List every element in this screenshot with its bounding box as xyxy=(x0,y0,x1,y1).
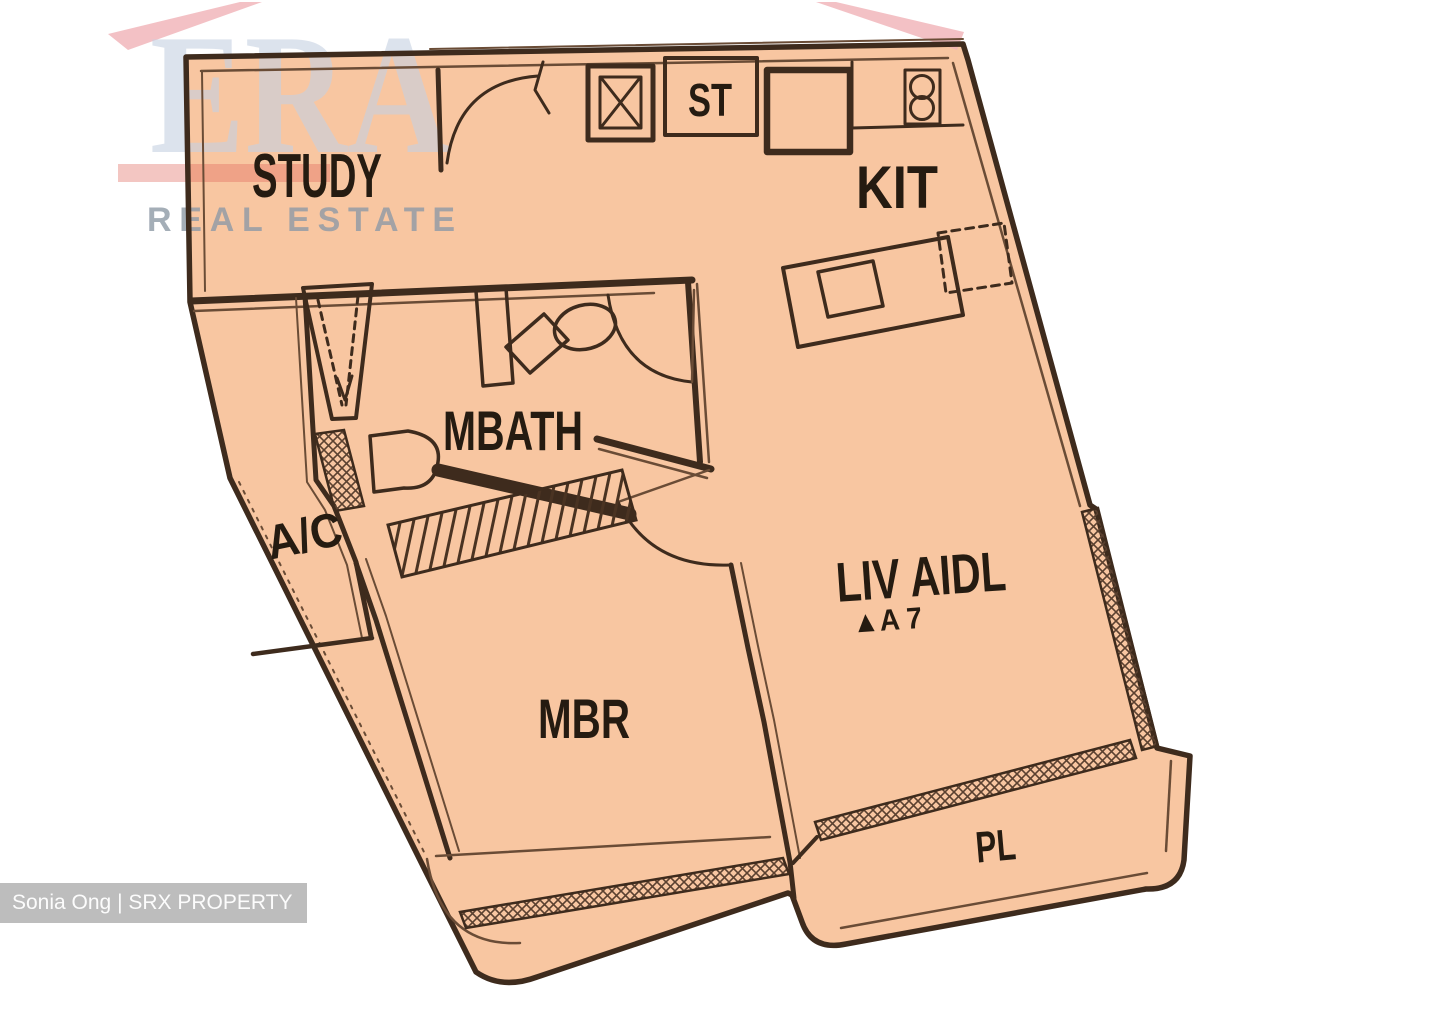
pl-right-inner-line xyxy=(1164,759,1173,853)
room-label-mbr: MBR xyxy=(538,687,630,750)
mbr-bay-seat-line xyxy=(434,835,772,858)
room-label-study: STUDY xyxy=(252,142,382,211)
era-roof-left-icon xyxy=(108,2,262,50)
room-label-mbath: MBATH xyxy=(443,399,583,462)
corridor-wall-inner-line xyxy=(192,291,656,313)
entry-door-jamb xyxy=(435,67,444,173)
toilet-icon xyxy=(504,302,618,375)
basin-icon xyxy=(368,429,441,494)
exterior-wall-outline xyxy=(183,41,1193,986)
interior-wall-skin-top xyxy=(199,56,950,73)
era-watermark-tagline: REAL ESTATE xyxy=(147,201,455,239)
study-window-inner-line xyxy=(201,71,206,292)
mbr-liv-wall-inner xyxy=(740,562,801,859)
mbath-wall-inner xyxy=(695,282,711,464)
floorplan-floor-area xyxy=(186,44,1190,983)
era-red-stripe xyxy=(118,164,330,182)
mbr-liv-wall xyxy=(728,562,797,901)
room-labels: STUDY KIT ST MBATH A/C LIV AIDL ▲A 7 MBR… xyxy=(252,74,1018,873)
era-roof-right-icon xyxy=(816,2,964,50)
room-label-livdin-submark: ▲A 7 xyxy=(851,602,923,640)
ac-ledge-bottom-wall xyxy=(250,635,375,657)
pl-window-band xyxy=(813,738,1138,842)
kitchen-wall-inner-line xyxy=(951,61,1082,508)
mbath-door-leaf xyxy=(690,288,696,384)
corridor-wall xyxy=(187,276,696,305)
liv-window-band xyxy=(1080,506,1160,752)
mbr-top-wall xyxy=(593,435,715,473)
mbr-door-leaf xyxy=(616,468,711,504)
kitchen-island-sink-icon xyxy=(781,235,965,349)
vanity-icon xyxy=(474,286,515,388)
era-watermark: ERA REAL ESTATE xyxy=(108,0,964,239)
wall-section-hatch xyxy=(313,428,366,513)
dishwasher-dashed-icon xyxy=(936,221,1014,295)
fridge-icon xyxy=(763,66,854,156)
exterior-wall-skin-top xyxy=(429,38,964,50)
ac-ledge-wall-inner xyxy=(295,297,363,639)
entry-door-leaf xyxy=(533,60,551,115)
room-label-livdin: LIV AIDL xyxy=(834,539,1008,614)
mbr-left-wall-inner xyxy=(365,558,460,852)
utility-box-icon xyxy=(585,63,656,143)
hob-counter-icon xyxy=(850,60,965,130)
agent-badge: Sonia Ong | SRX PROPERTY xyxy=(0,883,307,923)
pl-bottom-inner-line xyxy=(839,871,1149,930)
entry-door-swing-arc xyxy=(445,74,540,165)
room-label-kit: KIT xyxy=(856,154,938,221)
duct-shaft-icon xyxy=(301,282,374,421)
wardrobe-icon xyxy=(386,468,638,579)
mbr-top-wall-inner xyxy=(597,447,709,480)
mbr-left-wall xyxy=(353,560,453,861)
mbr-bay-corner-line xyxy=(425,857,522,945)
pl-band-connector-wall xyxy=(791,835,819,865)
mbath-wall xyxy=(685,279,703,465)
room-label-pl: PL xyxy=(974,820,1018,872)
room-label-st: ST xyxy=(688,74,732,126)
store-closet xyxy=(663,56,759,137)
mbr-window-band xyxy=(458,856,791,930)
era-watermark-letters: ERA xyxy=(150,0,450,190)
